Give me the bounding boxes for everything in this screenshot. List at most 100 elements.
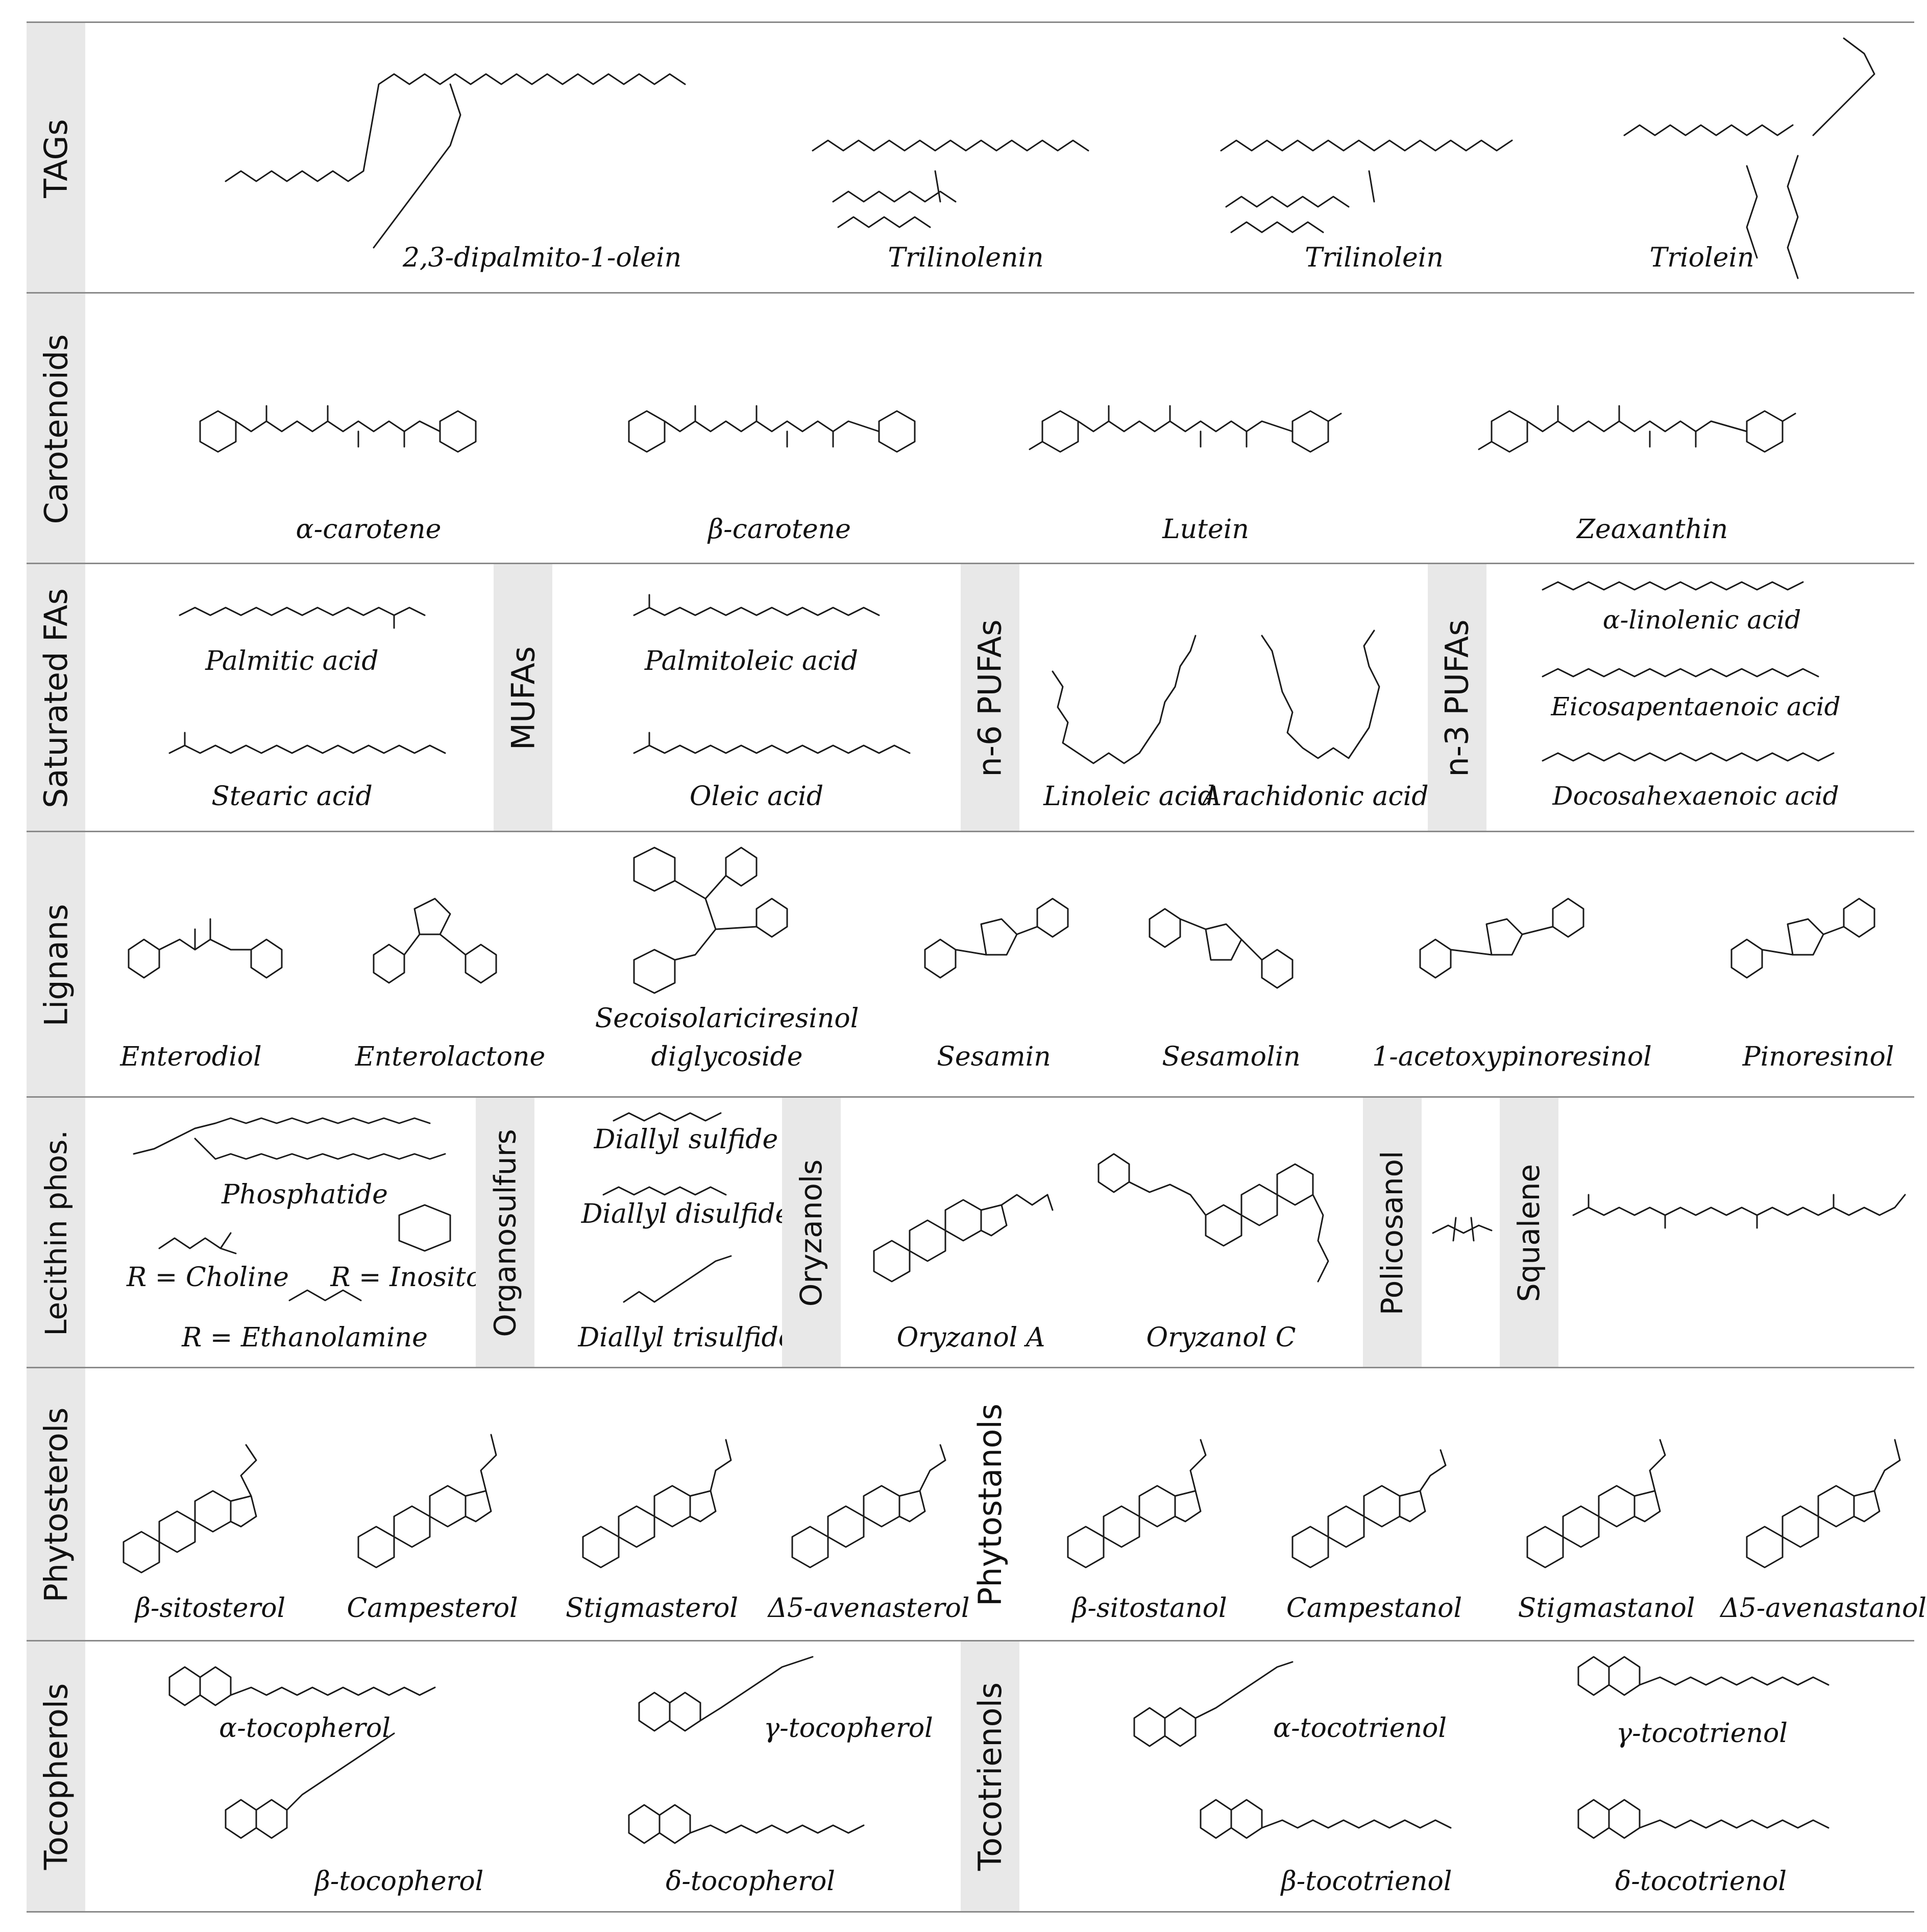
section-header-saturated-fas: Saturated FAs bbox=[27, 564, 85, 832]
structure-arachidonic-acid bbox=[1252, 625, 1405, 779]
section-header-squalene: Squalene bbox=[1500, 1098, 1558, 1368]
compound-name-oryzanol-c: Oryzanol C bbox=[1146, 1322, 1296, 1353]
section-header-label: Carotenoids bbox=[37, 334, 75, 524]
row-miscellaneous: Lecithin phos. Phosphatide R = Choline R… bbox=[27, 1096, 1914, 1368]
structure-alpha-tocotrienol bbox=[1124, 1657, 1349, 1769]
section-header-n6-pufas: n-6 PUFAs bbox=[961, 564, 1019, 832]
section-header-label: Tocopherols bbox=[37, 1683, 75, 1870]
compound-name-campesterol: Campesterol bbox=[347, 1593, 518, 1624]
section-header-lecithin: Lecithin phos. bbox=[27, 1098, 85, 1368]
structure-inositol bbox=[374, 1200, 476, 1261]
structure-beta-tocotrienol bbox=[1190, 1790, 1476, 1851]
structure-acetoxypinoresinol bbox=[1400, 888, 1614, 1006]
structure-trilinolenin bbox=[808, 100, 1093, 253]
compound-name-diallyl-trisulfide: Diallyl trisulfide bbox=[578, 1322, 794, 1353]
compound-name-oryzanol-a: Oryzanol A bbox=[896, 1322, 1045, 1353]
section-header-label: TAGs bbox=[37, 118, 75, 198]
section-header-tocotrienols: Tocotrienols bbox=[961, 1641, 1019, 1911]
compound-name-delta-tocopherol: δ-tocopherol bbox=[666, 1866, 835, 1897]
structure-enterolactone bbox=[363, 878, 517, 1001]
section-header-tags: TAGs bbox=[27, 23, 85, 294]
label-r-ethanolamine: R = Ethanolamine bbox=[182, 1322, 428, 1353]
structure-beta-sitostanol bbox=[1058, 1439, 1226, 1573]
section-header-label: Saturated FAs bbox=[37, 588, 75, 808]
structure-alpha-tocopherol bbox=[149, 1652, 466, 1718]
compound-name-pinoresinol: Pinoresinol bbox=[1742, 1042, 1894, 1072]
compound-name-beta-sitosterol: β-sitosterol bbox=[135, 1593, 286, 1624]
structure-alpha-carotene bbox=[190, 391, 547, 477]
structure-ethanolamine bbox=[284, 1283, 376, 1308]
structure-sesamin bbox=[905, 888, 1099, 1001]
compound-name-alpha-tocotrienol: α-tocotrienol bbox=[1273, 1713, 1447, 1744]
compound-name-beta-sitostanol: β-sitostanol bbox=[1072, 1593, 1227, 1624]
section-header-organosulfurs: Organosulfurs bbox=[476, 1098, 534, 1368]
compound-name-zeaxanthin: Zeaxanthin bbox=[1576, 514, 1728, 545]
compound-name-acetoxypinoresinol: 1-acetoxypinoresinol bbox=[1372, 1042, 1652, 1072]
section-header-policosanol: Policosanol bbox=[1363, 1098, 1422, 1368]
structure-dipalmito-olein bbox=[195, 43, 705, 258]
compound-name-eicosapentaenoic-acid: Eicosapentaenoic acid bbox=[1551, 692, 1841, 721]
section-header-oryzanols: Oryzanols bbox=[782, 1098, 841, 1368]
structure-alpha-linolenic-acid bbox=[1538, 574, 1823, 605]
structure-stigmasterol bbox=[573, 1430, 746, 1573]
compound-name-diglycoside: diglycoside bbox=[651, 1042, 803, 1072]
structure-choline bbox=[154, 1223, 256, 1259]
compound-name-palmitoleic-acid: Palmitoleic acid bbox=[644, 646, 859, 677]
compound-name-triolein: Triolein bbox=[1649, 243, 1754, 273]
compound-name-beta-carotene: β-carotene bbox=[708, 514, 851, 545]
compound-name-arachidonic-acid: Arachidonic acid bbox=[1202, 781, 1429, 812]
compound-name-phosphatide: Phosphatide bbox=[222, 1179, 388, 1210]
compound-name-diallyl-sulfide: Diallyl sulfide bbox=[594, 1124, 778, 1155]
structure-stearic-acid bbox=[164, 732, 450, 774]
structure-policosanol bbox=[1428, 1213, 1499, 1243]
section-header-label: Tocotrienols bbox=[971, 1682, 1009, 1871]
compound-name-enterodiol: Enterodiol bbox=[120, 1042, 262, 1072]
structure-beta-sitosterol bbox=[113, 1444, 266, 1578]
compound-name-delta5-avenasterol: Δ5-avenasterol bbox=[768, 1593, 970, 1624]
structure-palmitoleic-acid bbox=[629, 594, 894, 636]
structure-docosahexaenoic-acid bbox=[1538, 745, 1854, 776]
row-tags: TAGs 2,3-dipalmito-1-olein Trilinolenin … bbox=[27, 21, 1914, 294]
compound-name-dipalmito-olein: 2,3-dipalmito-1-olein bbox=[402, 243, 682, 273]
structure-diallyl-disulfide bbox=[598, 1179, 751, 1205]
structure-enterodiol bbox=[108, 909, 323, 1001]
compound-name-delta-tocotrienol: δ-tocotrienol bbox=[1615, 1866, 1787, 1897]
label-r-choline: R = Choline bbox=[127, 1262, 289, 1293]
section-header-label: Policosanol bbox=[1375, 1150, 1410, 1316]
structure-triolein bbox=[1619, 33, 1885, 288]
structure-oryzanol-a bbox=[864, 1174, 1068, 1292]
compound-name-lutein: Lutein bbox=[1162, 514, 1249, 545]
section-header-label: Organosulfurs bbox=[487, 1129, 523, 1337]
compound-name-stigmasterol: Stigmasterol bbox=[566, 1593, 738, 1624]
row-sterols: Phytosterols Phytostanols β-sitosterol C… bbox=[27, 1367, 1926, 1641]
compound-name-alpha-tocopherol: α-tocopherol bbox=[219, 1713, 391, 1744]
section-header-label: Squalene bbox=[1511, 1164, 1547, 1302]
section-header-tocopherols: Tocopherols bbox=[27, 1641, 85, 1911]
row-tocols: Tocopherols Tocotrienols α-tocopherol γ-… bbox=[27, 1640, 1914, 1913]
section-header-lignans: Lignans bbox=[27, 832, 85, 1098]
row-lignans: Lignans Enterodiol Enterolactone Secoiso… bbox=[27, 831, 1914, 1098]
row-fatty-acids: Saturated FAs Palmitic acid Stearic acid… bbox=[27, 563, 1914, 832]
structure-delta-tocotrienol bbox=[1568, 1790, 1854, 1851]
structure-linoleic-acid bbox=[1047, 625, 1211, 779]
section-header-label: n-3 PUFAs bbox=[1438, 619, 1476, 777]
compound-name-trilinolein: Trilinolein bbox=[1305, 243, 1444, 273]
section-header-phytosterols: Phytosterols bbox=[27, 1368, 85, 1641]
compound-name-beta-tocopherol: β-tocopherol bbox=[314, 1866, 484, 1897]
section-header-label: Phytostanols bbox=[971, 1404, 1009, 1606]
structure-diallyl-sulfide bbox=[608, 1105, 741, 1131]
compound-name-stearic-acid: Stearic acid bbox=[211, 781, 373, 812]
structure-campesterol bbox=[348, 1430, 522, 1573]
label-r-inositol: R = Inositol bbox=[330, 1262, 491, 1293]
structure-delta-tocopherol bbox=[619, 1795, 874, 1856]
compound-name-linoleic-acid: Linoleic acid bbox=[1043, 781, 1215, 812]
structure-squalene bbox=[1568, 1190, 1915, 1241]
structure-oryzanol-c bbox=[1083, 1139, 1359, 1302]
structure-campestanol bbox=[1282, 1449, 1456, 1573]
section-header-label: Oryzanols bbox=[794, 1159, 829, 1307]
compound-name-alpha-carotene: α-carotene bbox=[296, 514, 442, 545]
structure-trilinolein bbox=[1216, 100, 1532, 253]
compound-name-sesamin: Sesamin bbox=[937, 1042, 1051, 1072]
structure-sesamolin bbox=[1134, 888, 1328, 1006]
compound-name-docosahexaenoic-acid: Docosahexaenoic acid bbox=[1552, 781, 1839, 811]
